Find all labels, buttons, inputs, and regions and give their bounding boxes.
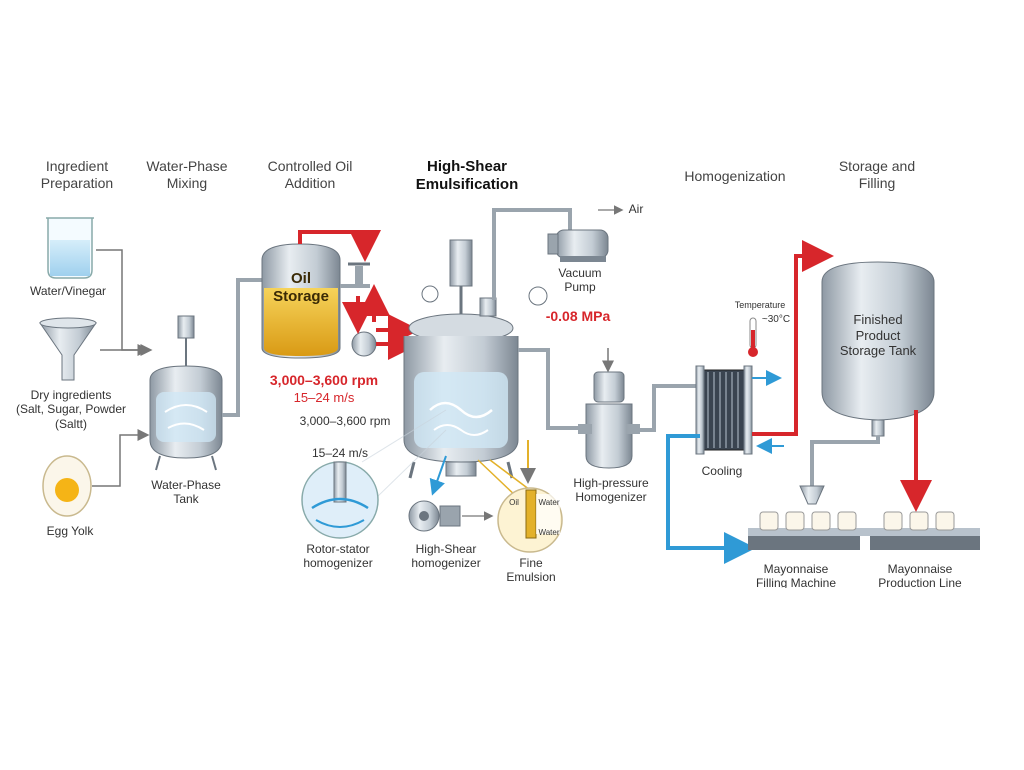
label-high-shear-homogenizer: High-Shear homogenizer — [411, 542, 481, 571]
to-homogenizer-pipe — [518, 348, 588, 430]
label-air: Air — [628, 202, 644, 216]
label-vacuum-pressure: -0.08 MPa — [545, 308, 611, 324]
fine-emulsion-detail — [477, 440, 563, 553]
stage-water-phase-mixing: Water-Phase Mixing — [146, 158, 228, 191]
rotor-stator-detail — [301, 409, 447, 539]
high-shear-pump-detail — [408, 455, 494, 532]
label-vacuum-pump: Vacuum Pump — [558, 266, 602, 295]
label-emulsion-oil: Oil — [509, 498, 519, 507]
label-production-line: Mayonnaise Production Line — [878, 562, 962, 588]
storage-outlet-pipes — [810, 410, 932, 512]
oil-storage-tank — [261, 243, 341, 359]
label-rotor-stator: Rotor-stator homogenizer — [303, 542, 373, 571]
vacuum-line — [492, 208, 572, 300]
oil-feed-hot-pipes — [298, 230, 420, 360]
label-oil-speed-ms: 15–24 m/s — [293, 390, 355, 405]
mayonnaise-jars — [759, 511, 955, 531]
label-cooling: Cooling — [701, 464, 743, 478]
cooling-pipes — [666, 240, 834, 564]
funnel-icon — [39, 317, 97, 381]
label-temperature-value: ~30°C — [761, 314, 791, 325]
high-pressure-homogenizer — [578, 348, 640, 469]
label-high-pressure-homogenizer: High-pressure Homogenizer — [573, 476, 649, 505]
water-vinegar-beaker-icon — [46, 217, 94, 279]
label-water-phase-tank: Water-Phase Tank — [151, 478, 221, 507]
label-fine-emulsion: Fine Emulsion — [506, 556, 556, 585]
label-storage-tank: Finished Product Storage Tank — [839, 312, 917, 359]
filling-nozzle-icon — [799, 485, 825, 505]
stage-homogenization: Homogenization — [684, 168, 786, 184]
water-phase-outlet-pipe — [222, 278, 262, 417]
emulsification-reactor — [403, 239, 548, 479]
stage-ingredient-preparation: Ingredient Preparation — [40, 158, 114, 191]
stage-controlled-oil-addition: Controlled Oil Addition — [267, 158, 353, 191]
label-water-vinegar: Water/Vinegar — [29, 284, 107, 298]
label-emulsion-water-top: Water — [538, 498, 560, 507]
label-oil-storage: Oil Storage — [273, 270, 329, 305]
label-egg-yolk: Egg Yolk — [46, 524, 94, 538]
label-temperature: Temperature — [734, 300, 786, 310]
stage-storage-and-filling: Storage and Filling — [838, 158, 916, 191]
label-reactor-speed-rpm: 3,000–3,600 rpm — [299, 414, 391, 428]
stage-high-shear-emulsification: High-Shear Emulsification — [415, 158, 519, 193]
water-phase-tank — [149, 315, 223, 471]
label-filling-machine: Mayonnaise Filling Machine — [755, 562, 837, 588]
thermometer-icon — [748, 317, 758, 357]
label-emulsion-water-bottom: Water — [538, 528, 560, 537]
label-reactor-speed-ms: 15–24 m/s — [311, 446, 369, 460]
plate-heat-exchanger — [695, 365, 753, 455]
vacuum-pump — [547, 229, 609, 262]
label-dry-ingredients: Dry ingredients (Salt, Sugar, Powder (Sa… — [15, 388, 127, 431]
to-cooler-pipe — [640, 384, 700, 432]
finished-product-storage-tank — [821, 261, 935, 437]
egg-yolk-icon — [42, 455, 92, 517]
label-oil-speed-rpm: 3,000–3,600 rpm — [269, 372, 379, 388]
ingredient-feed-lines — [92, 249, 153, 487]
filling-conveyor — [748, 528, 980, 550]
